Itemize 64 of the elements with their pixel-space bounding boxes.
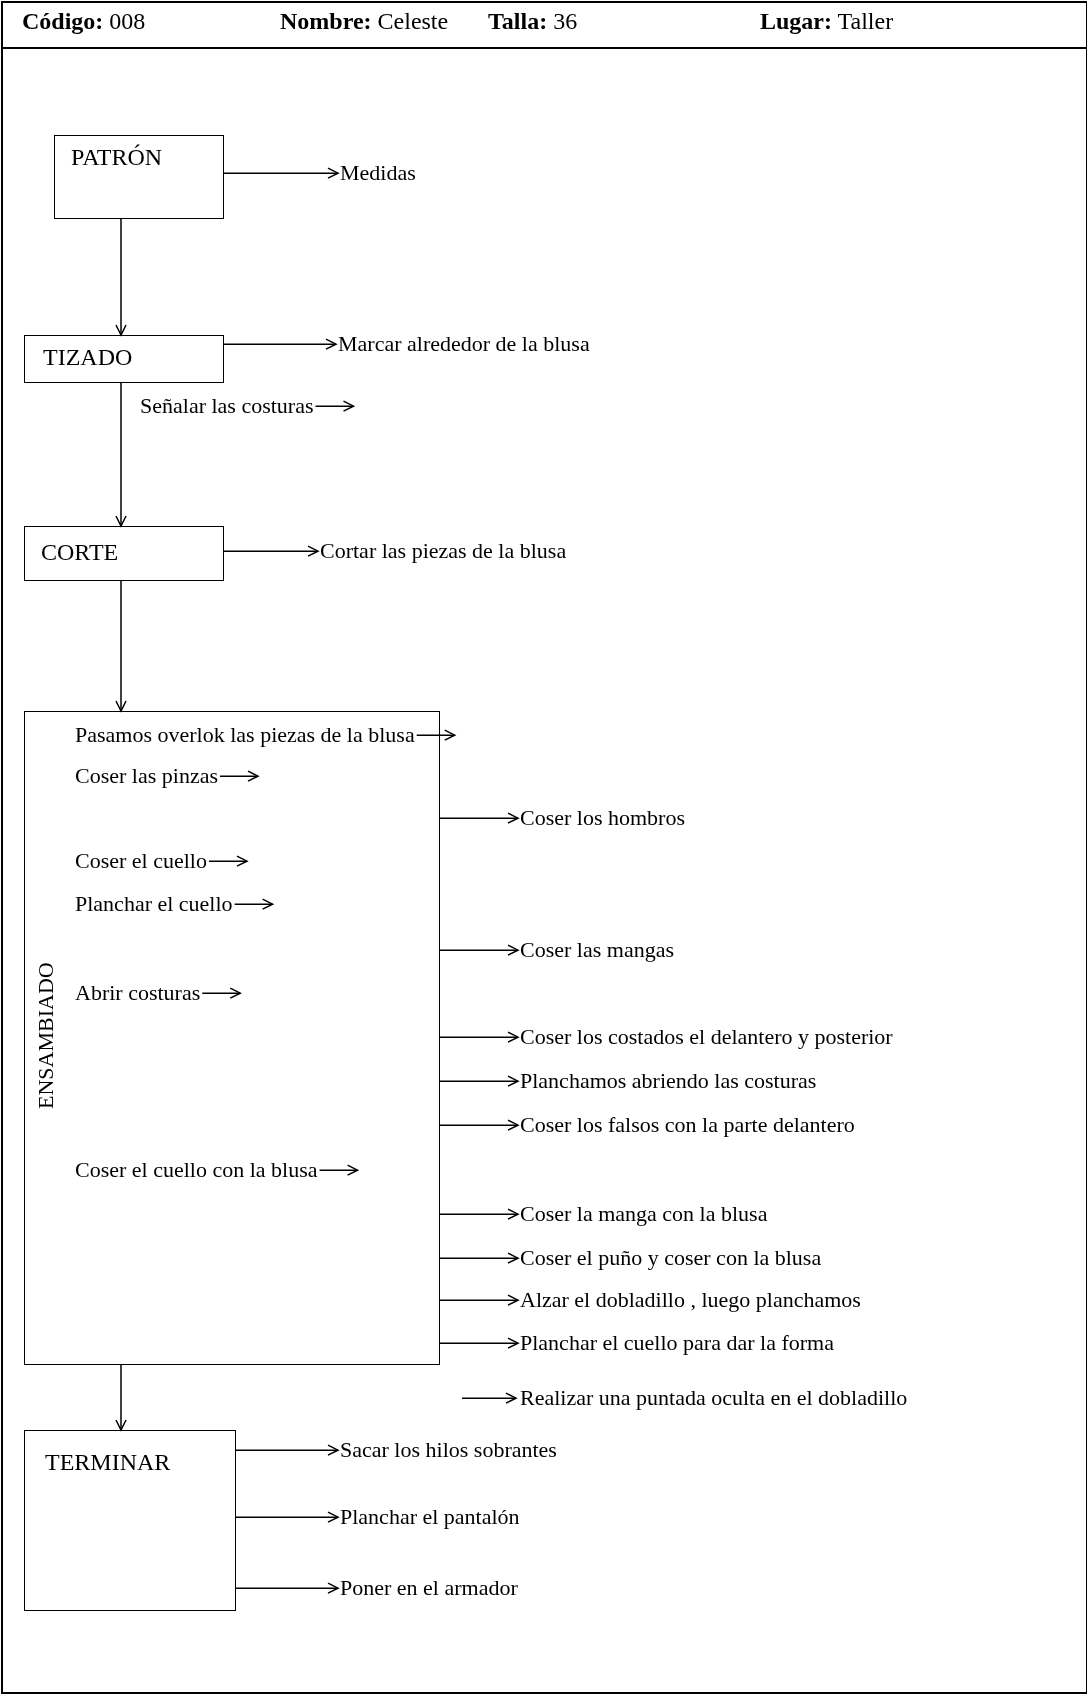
header-field: Código: 008 — [22, 8, 146, 35]
arrow — [439, 1252, 519, 1264]
step-text: Coser el puño y coser con la blusa — [520, 1245, 822, 1272]
step-text: Cortar las piezas de la blusa — [320, 538, 567, 565]
arrow — [235, 1582, 339, 1594]
arrow — [115, 580, 127, 712]
step-text: Planchamos abriendo las costuras — [520, 1068, 817, 1095]
step-text: Coser las pinzas — [75, 763, 218, 790]
process-box — [24, 335, 224, 383]
header-field: Talla: 36 — [488, 8, 578, 35]
arrow — [223, 545, 319, 557]
arrow — [233, 898, 274, 910]
header-field: Lugar: Taller — [760, 8, 894, 35]
process-box — [24, 526, 224, 581]
step-text: Planchar el cuello — [75, 891, 233, 918]
step-text: Planchar el cuello para dar la forma — [520, 1330, 834, 1357]
step-text: Poner en el armador — [340, 1575, 518, 1602]
step-text: Señalar las costuras — [140, 393, 314, 420]
process-box — [24, 711, 440, 1365]
box-title: CORTE — [41, 539, 119, 566]
arrow — [415, 729, 456, 741]
arrow — [439, 1075, 519, 1087]
arrow — [314, 400, 355, 412]
arrow — [223, 167, 339, 179]
arrow — [439, 1337, 519, 1349]
step-text: Coser el cuello con la blusa — [75, 1157, 318, 1184]
box-title: PATRÓN — [71, 144, 163, 171]
step-text: Alzar el dobladillo , luego planchamos — [520, 1287, 861, 1314]
arrow — [115, 218, 127, 336]
step-text: Planchar el pantalón — [340, 1504, 520, 1531]
step-text: Realizar una puntada oculta en el dobladillo — [520, 1385, 908, 1412]
process-box — [24, 1430, 236, 1611]
arrow — [439, 1294, 519, 1306]
step-text: Coser la manga con la blusa — [520, 1201, 768, 1228]
arrow — [223, 338, 337, 350]
step-text: Coser las mangas — [520, 937, 674, 964]
arrow — [115, 1364, 127, 1431]
box-title: ENSAMBIADO — [33, 962, 59, 1109]
step-text: Sacar los hilos sobrantes — [340, 1437, 557, 1464]
arrow — [461, 1392, 517, 1404]
header-field: Nombre: Celeste — [280, 8, 449, 35]
arrow — [208, 855, 248, 867]
arrow — [115, 382, 127, 527]
arrow — [201, 987, 241, 999]
arrow — [439, 944, 519, 956]
step-text: Coser los hombros — [520, 805, 685, 832]
arrow — [439, 1208, 519, 1220]
step-text: Marcar alrededor de la blusa — [338, 331, 590, 358]
box-title: TIZADO — [43, 344, 133, 371]
arrow — [219, 770, 259, 782]
step-text: Abrir costuras — [75, 980, 201, 1007]
step-text: Coser el cuello — [75, 848, 207, 875]
arrow — [235, 1444, 339, 1456]
step-text: Medidas — [340, 160, 416, 187]
step-text: Coser los costados el delantero y posterior — [520, 1024, 893, 1051]
arrow — [439, 1119, 519, 1131]
arrow — [235, 1511, 339, 1523]
box-title: TERMINAR — [45, 1449, 171, 1476]
arrow — [439, 812, 519, 824]
step-text: Pasamos overlok las piezas de la blusa — [75, 722, 415, 749]
arrow — [318, 1164, 359, 1176]
step-text: Coser los falsos con la parte delantero — [520, 1112, 855, 1139]
arrow — [439, 1031, 519, 1043]
process-box — [54, 135, 224, 219]
